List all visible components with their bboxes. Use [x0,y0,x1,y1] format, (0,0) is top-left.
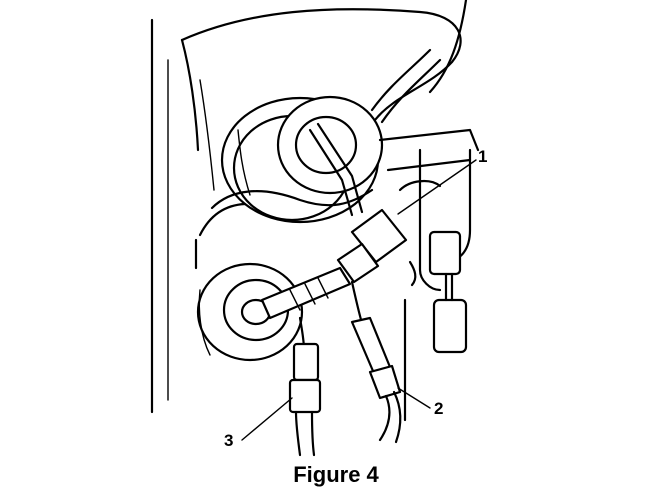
right-bar-top [378,128,480,152]
body-panel-curve [180,8,462,122]
connector-2-wire [378,394,391,442]
callout-1: 1 [478,147,488,166]
right-hook [408,260,417,287]
figure-caption: Figure 4 [293,462,379,487]
upper-housing-rib [237,129,251,196]
upper-panel-edge [428,0,468,94]
connector-3-body [292,342,320,382]
connector-plug [336,242,380,284]
callout-2: 2 [434,399,444,418]
lower-arm-detail [289,277,329,311]
leader-line-2 [397,387,431,409]
right-clip [398,180,442,192]
relay-link [444,272,454,302]
relay-upper [428,230,462,276]
mount-bracket-left [198,202,247,237]
lower-housing-rib [198,289,211,356]
bracket-arm-inner [380,58,442,124]
bracket-arm [370,48,432,112]
upper-housing-center [294,115,358,175]
connector-2-sleeve [368,364,402,400]
connector-3-wire-b [310,410,316,457]
mount-bracket [210,188,374,210]
body-panel-left [180,38,200,152]
right-post [418,148,442,292]
leader-line-3 [241,397,293,441]
connector-3-wire [294,410,302,457]
connector-3-sleeve [288,378,322,414]
lower-arm [260,266,352,320]
connector-2-wire-b [392,390,402,444]
callout-3: 3 [224,431,234,450]
bent-rod-outer [316,122,364,214]
leader-line-1 [397,159,477,215]
relay-lower [432,298,468,354]
right-bar [386,158,472,172]
upper-housing-face [276,95,384,195]
bent-rod [308,128,354,217]
body-panel-inner [199,79,215,191]
